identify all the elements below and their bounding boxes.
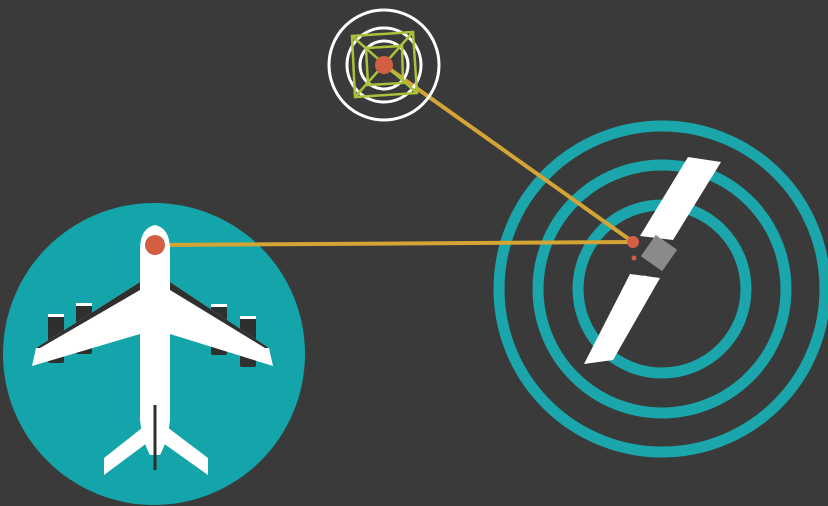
engine-right-outer-cap [240,316,256,319]
target-crosshair-icon [329,10,439,120]
engine-left-outer-cap [48,314,64,317]
engine-left-inner-cap [76,303,92,306]
satellite-node-small [632,256,637,261]
ground-station-node [375,56,393,74]
satellite-node [627,236,639,248]
aircraft-node [145,235,165,255]
engine-right-inner-cap [211,304,227,307]
